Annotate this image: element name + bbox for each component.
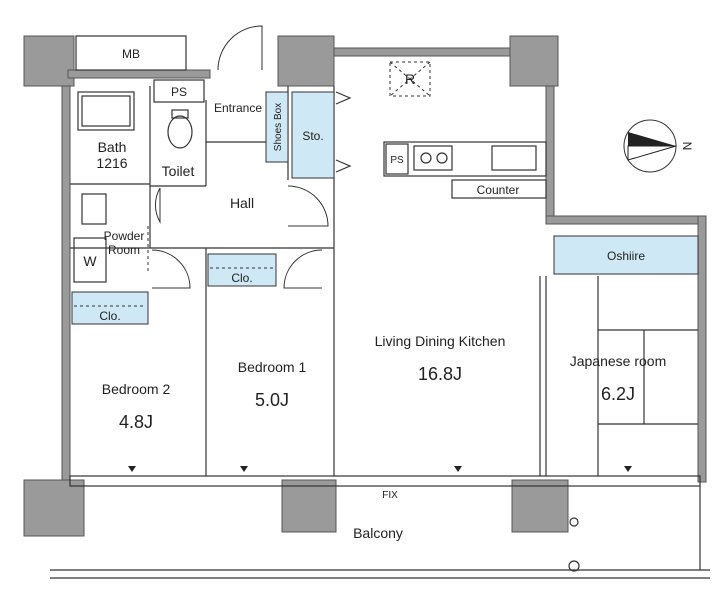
column-top-left [23, 35, 75, 87]
walls [23, 35, 707, 537]
north-label: N [680, 142, 694, 151]
shoes-box [265, 91, 289, 163]
ps-top-box [153, 79, 205, 103]
bath-label: Bath [98, 139, 127, 155]
wall-left [61, 85, 71, 483]
shoes-box-label: Shoes Box [273, 103, 284, 151]
tatami-lines [597, 276, 698, 476]
toilet-door[interactable] [154, 187, 161, 224]
bedroom2-label: Bedroom 2 [102, 381, 171, 397]
wall-top-right [333, 47, 511, 57]
bath-size: 1216 [96, 155, 127, 171]
ps-kitchen-label: PS [390, 155, 404, 166]
fix-label: FIX [382, 490, 398, 501]
balcony-drain-2 [568, 560, 580, 572]
counter-label: Counter [477, 183, 520, 197]
bathtub [77, 91, 135, 131]
entrance-label: Entrance [214, 101, 262, 115]
wall-right-step [545, 215, 707, 225]
refrigerator-space [389, 61, 431, 97]
balcony-drain-1 [569, 517, 579, 527]
oshiire [553, 235, 699, 275]
arrow-ldk [454, 466, 462, 472]
powder-room-label-1: Powder [104, 229, 145, 243]
wall-right-upper [545, 85, 555, 223]
hall-label: Hall [230, 195, 254, 211]
japanese-room-label: Japanese room [570, 353, 667, 369]
ldk-size: 16.8J [418, 364, 462, 384]
closet-bedroom2-label: Clo. [99, 309, 120, 323]
storage-box [291, 91, 335, 179]
burner-1 [420, 152, 432, 164]
bathtub-inner [81, 95, 131, 127]
kitchen-counter [383, 141, 547, 177]
wall-top-left [67, 69, 211, 79]
storage-door-2[interactable] [335, 159, 352, 173]
north-arrow-icon [623, 119, 677, 173]
window-markers [128, 466, 632, 472]
bedroom2-door[interactable] [151, 249, 191, 289]
counter-box [451, 179, 547, 199]
washbasin [81, 193, 107, 225]
bedroom1-size: 5.0J [255, 390, 289, 410]
bedroom1-label: Bedroom 1 [238, 359, 307, 375]
wall-bottom [69, 475, 701, 487]
stove [413, 145, 453, 171]
column-bottom-1 [23, 479, 85, 537]
entrance-door[interactable] [217, 25, 263, 71]
sink [491, 145, 537, 171]
burner-2 [436, 152, 448, 164]
wall-right-lower [697, 215, 707, 483]
oshiire-label: Oshiire [607, 249, 645, 263]
japanese-room-size: 6.2J [601, 384, 635, 404]
closet-bedroom1-label: Clo. [231, 271, 252, 285]
toilet-bowl [167, 115, 193, 149]
bedroom1-door[interactable] [283, 249, 323, 289]
balcony-label: Balcony [353, 525, 403, 541]
bedroom2-size: 4.8J [119, 412, 153, 432]
arrow-japanese [624, 466, 632, 472]
mb-box [75, 35, 187, 71]
toilet-label: Toilet [162, 163, 195, 179]
closet-bedroom1 [207, 253, 277, 287]
ps-kitchen-box [385, 143, 409, 175]
mb-label: MB [122, 47, 140, 61]
washer-label: W [83, 253, 97, 269]
ldk-label: Living Dining Kitchen [375, 333, 506, 349]
column-top-right [509, 35, 559, 87]
column-top-center [277, 35, 335, 87]
arrow-bedroom1 [240, 466, 248, 472]
ps-top-label: PS [171, 85, 187, 99]
column-bottom-3 [511, 479, 569, 533]
toilet-tank [171, 109, 189, 119]
washer-box [73, 237, 107, 283]
arrow-bedroom2 [128, 466, 136, 472]
storage-label: Sto. [302, 129, 323, 143]
hall-door[interactable] [287, 185, 329, 227]
column-bottom-2 [281, 479, 337, 533]
powder-room-label-2: Room [108, 243, 140, 257]
storage-door-1[interactable] [335, 91, 352, 105]
refrigerator-label: R [405, 71, 415, 87]
closet-bedroom2 [71, 291, 149, 325]
refrigerator-diag-2 [389, 61, 431, 97]
